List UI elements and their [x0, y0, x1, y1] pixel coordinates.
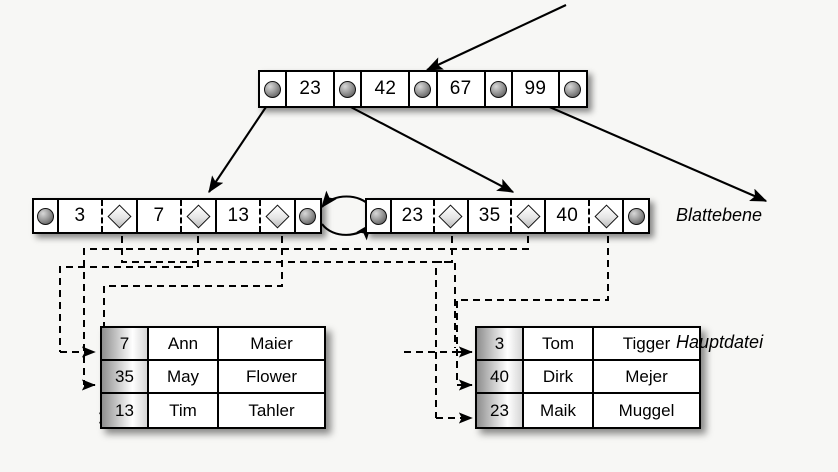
- bullet-pointer-icon: [339, 80, 357, 98]
- record-id: 23: [477, 394, 524, 427]
- record-firstname: Maik: [524, 394, 594, 427]
- arrow-into-root: [425, 4, 567, 71]
- table-row[interactable]: 3 Tom Tigger: [477, 328, 699, 361]
- record-id: 40: [477, 361, 524, 392]
- bullet-pointer-icon: [264, 80, 282, 98]
- record-firstname: Tom: [524, 328, 594, 359]
- leaf-right-key-0: 23: [392, 200, 433, 232]
- record-lastname: Tahler: [219, 394, 324, 427]
- arrow-root-to-left-leaf: [208, 103, 269, 194]
- table-row[interactable]: 23 Maik Muggel: [477, 394, 699, 427]
- record-firstname: Dirk: [524, 361, 594, 392]
- bullet-pointer-icon: [414, 80, 432, 98]
- diamond-tid-icon: [265, 203, 290, 229]
- leaf-node-right[interactable]: 23 35 40: [365, 198, 650, 234]
- leaf-right-prev-pointer[interactable]: [367, 200, 393, 232]
- root-key-3: 99: [512, 72, 560, 106]
- leaf-left-key-1: 7: [137, 200, 181, 232]
- bullet-pointer-icon: [37, 207, 55, 225]
- leaf-left-tid-1[interactable]: [180, 200, 218, 232]
- table-row[interactable]: 35 May Flower: [102, 361, 324, 394]
- leaf-right-key-2: 40: [546, 200, 589, 232]
- leaf-right-tid-2[interactable]: [588, 200, 625, 232]
- leaf-right-key-1: 35: [468, 200, 511, 232]
- leaf-left-key-0: 3: [59, 200, 101, 232]
- leaf-right-next-pointer[interactable]: [624, 200, 648, 232]
- diamond-tid-icon: [516, 203, 541, 229]
- leaf-left-prev-pointer[interactable]: [34, 200, 60, 232]
- root-pointer-2[interactable]: [410, 72, 438, 106]
- bullet-pointer-icon: [627, 207, 645, 225]
- diamond-tid-icon: [107, 203, 132, 229]
- record-lastname: Mejer: [594, 361, 699, 392]
- record-id: 35: [102, 361, 149, 392]
- main-file-table-right[interactable]: 3 Tom Tigger 40 Dirk Mejer 23 Maik Mugge…: [475, 326, 701, 429]
- arrow-root-to-right-leaf: [344, 103, 515, 193]
- record-id: 13: [102, 394, 149, 427]
- leaf-left-tid-0[interactable]: [100, 200, 138, 232]
- diamond-tid-icon: [438, 203, 463, 229]
- record-firstname: Ann: [149, 328, 219, 359]
- root-key-2: 67: [437, 72, 486, 106]
- label-leaf-level: Blattebene: [676, 205, 763, 225]
- table-row[interactable]: 40 Dirk Mejer: [477, 361, 699, 394]
- label-main-file: Hauptdatei: [676, 332, 764, 352]
- leaf-right-tid-0[interactable]: [432, 200, 469, 232]
- leaf-sibling-chain: [321, 190, 372, 241]
- tid-pointers-right-leaf: [83, 236, 609, 418]
- root-key-0: 23: [287, 72, 336, 106]
- root-pointer-3[interactable]: [485, 72, 513, 106]
- leaf-right-tid-1[interactable]: [510, 200, 547, 232]
- diamond-tid-icon: [186, 203, 211, 229]
- record-lastname: Maier: [219, 328, 324, 359]
- record-lastname: Flower: [219, 361, 324, 392]
- root-pointer-1[interactable]: [335, 72, 363, 106]
- leaf-left-next-pointer[interactable]: [295, 200, 320, 232]
- leaf-left-key-2: 13: [217, 200, 260, 232]
- root-pointer-0[interactable]: [260, 72, 288, 106]
- diamond-tid-icon: [594, 203, 619, 229]
- main-file-table-left[interactable]: 7 Ann Maier 35 May Flower 13 Tim Tahler: [100, 326, 326, 429]
- record-lastname: Muggel: [594, 394, 699, 427]
- bullet-pointer-icon: [564, 80, 582, 98]
- leaf-left-tid-2[interactable]: [259, 200, 296, 232]
- record-id: 7: [102, 328, 149, 359]
- record-firstname: May: [149, 361, 219, 392]
- root-key-1: 42: [362, 72, 411, 106]
- bullet-pointer-icon: [370, 207, 388, 225]
- record-firstname: Tim: [149, 394, 219, 427]
- table-row[interactable]: 7 Ann Maier: [102, 328, 324, 361]
- root-index-node[interactable]: 23 42 67 99: [258, 70, 588, 108]
- table-row[interactable]: 13 Tim Tahler: [102, 394, 324, 427]
- root-pointer-4[interactable]: [559, 72, 586, 106]
- bullet-pointer-icon: [489, 80, 507, 98]
- bullet-pointer-icon: [299, 207, 317, 225]
- record-id: 3: [477, 328, 524, 359]
- record-lastname: Tigger: [594, 328, 699, 359]
- leaf-node-left[interactable]: 3 7 13: [32, 198, 322, 234]
- arrow-root-to-right-subtree: [514, 91, 768, 202]
